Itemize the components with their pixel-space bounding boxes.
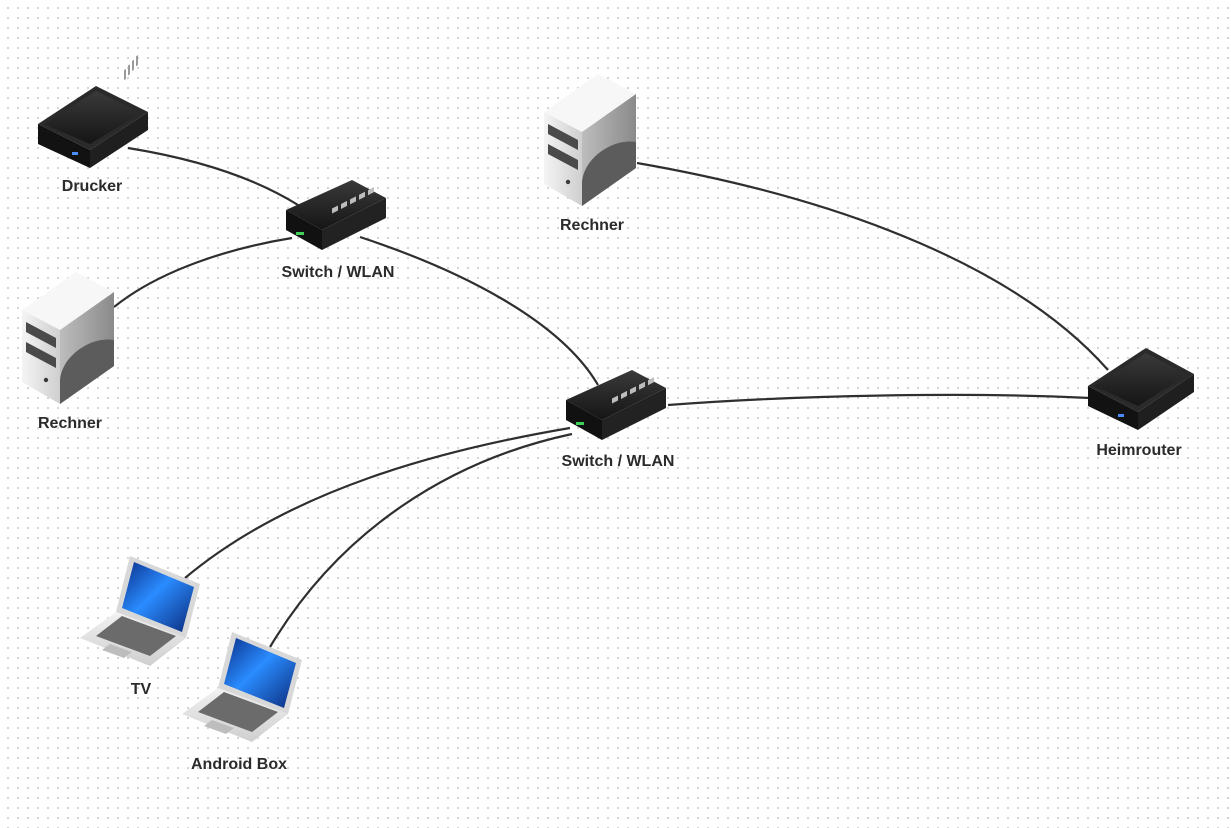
link-android-box-switch-center — [269, 432, 573, 648]
link-tv-switch-center — [184, 426, 571, 579]
label-heimrouter: Heimrouter — [1096, 442, 1182, 459]
switch-center-device-icon[interactable] — [566, 370, 666, 440]
link-rechner-left-switch-top — [113, 236, 293, 308]
rechner-left-server-icon[interactable] — [22, 272, 114, 404]
drucker-device-icon[interactable] — [38, 55, 148, 168]
connectors — [113, 146, 1109, 648]
label-switch-top: Switch / WLAN — [281, 264, 395, 281]
label-rechner-top: Rechner — [559, 217, 625, 234]
tv-laptop-icon[interactable] — [80, 556, 200, 666]
link-switch-center-heimrouter — [667, 393, 1091, 407]
switch-top-device-icon[interactable] — [286, 180, 386, 250]
label-switch-center: Switch / WLAN — [561, 453, 675, 470]
link-rechner-top-heimrouter — [636, 161, 1109, 371]
link-switch-top-switch-center — [359, 235, 599, 386]
label-rechner-left: Rechner — [37, 415, 103, 432]
label-tv: TV — [130, 681, 152, 698]
rechner-top-server-icon[interactable] — [544, 74, 636, 206]
label-drucker: Drucker — [61, 178, 123, 195]
heimrouter-device-icon[interactable] — [1088, 348, 1194, 430]
android-box-laptop-icon[interactable] — [182, 632, 302, 742]
label-android-box: Android Box — [191, 756, 287, 773]
link-drucker-switch-top — [127, 146, 299, 206]
